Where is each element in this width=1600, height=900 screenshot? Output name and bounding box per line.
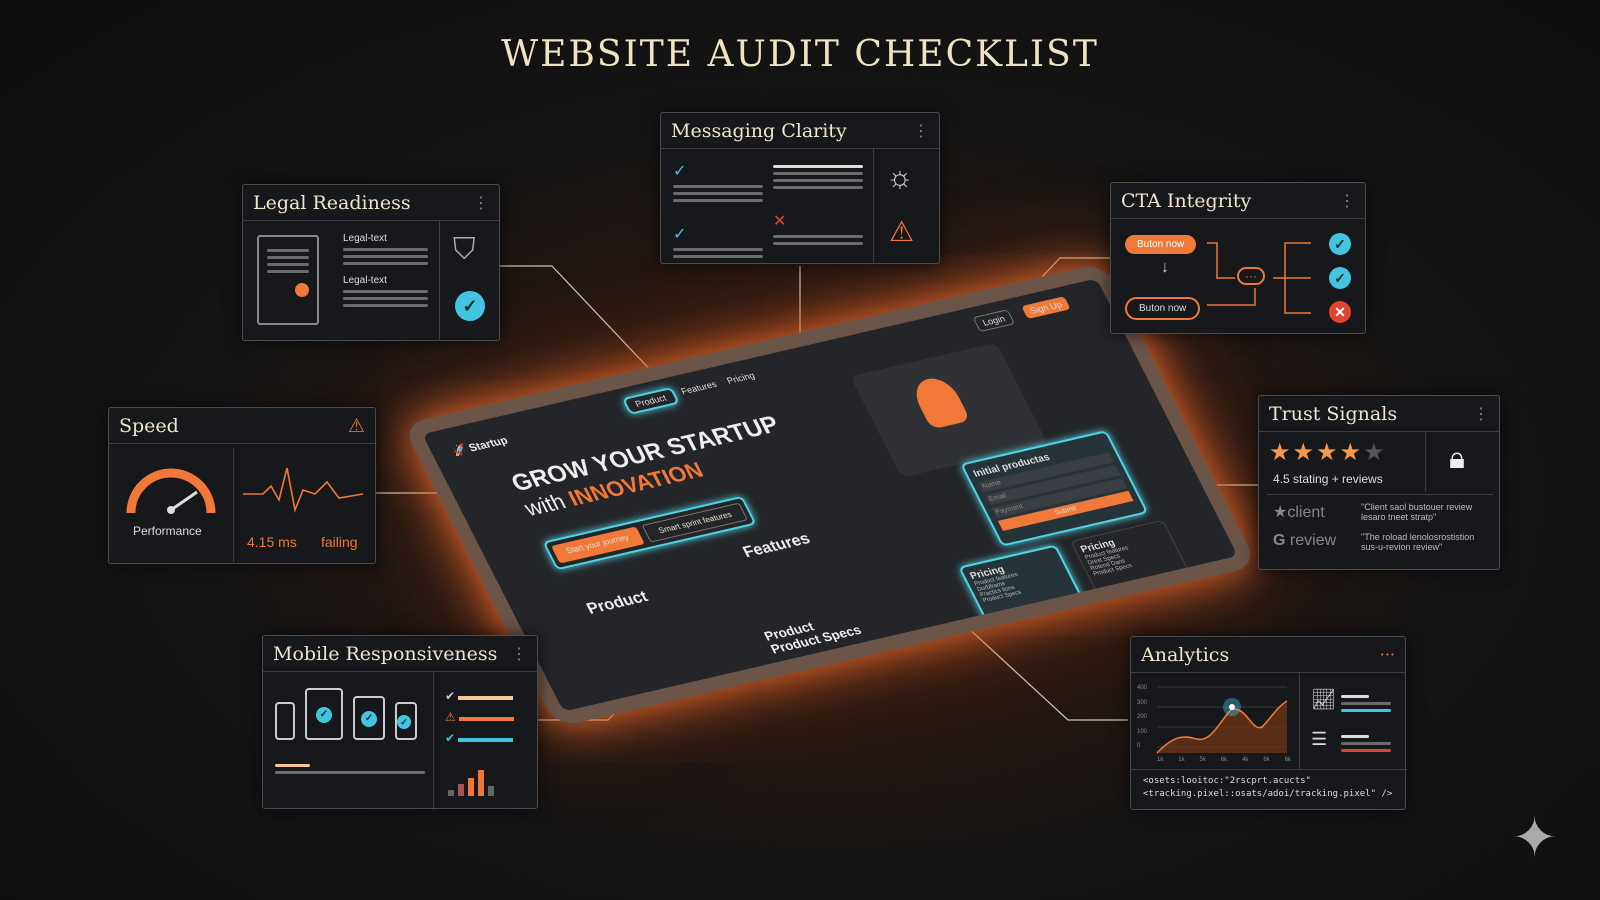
- nav-features[interactable]: Features: [679, 379, 719, 397]
- speed-status: failing: [321, 534, 358, 550]
- panel-title: Speed: [119, 414, 179, 437]
- brand-logo: 🚀 Startup: [450, 434, 511, 459]
- device-icons: ✓ ✓ ✓: [275, 688, 417, 740]
- section-product: Product: [584, 588, 651, 618]
- analytics-line-chart: [1156, 686, 1288, 754]
- more-icon[interactable]: ⋮: [511, 644, 527, 663]
- nav-pricing[interactable]: Pricing: [725, 370, 757, 386]
- performance-gauge: [126, 468, 216, 514]
- more-icon[interactable]: ⋮: [913, 121, 929, 140]
- panel-messaging-clarity: Messaging Clarity ⋮ ✓ ✓ ✕ ☼ ⚠: [660, 112, 940, 264]
- flow-arrows: [1207, 242, 1311, 314]
- legal-text-label: Legal-text: [343, 275, 387, 286]
- page-title: WEBSITE AUDIT CHECKLIST: [501, 34, 1099, 75]
- panel-title: CTA Integrity: [1121, 189, 1252, 212]
- sparkle-icon: ✦: [1512, 808, 1558, 868]
- check-icon: ✓: [673, 163, 687, 180]
- panel-title: Mobile Responsiveness: [273, 642, 498, 665]
- review-source: G review: [1273, 532, 1337, 549]
- phone-icon: [275, 702, 295, 740]
- gauge-label: Performance: [133, 524, 202, 538]
- warning-icon: ⚠: [347, 414, 365, 437]
- phone-icon: ✓: [395, 702, 417, 740]
- cta-secondary-button[interactable]: Buton now: [1125, 297, 1201, 320]
- more-icon[interactable]: ⋮: [1473, 404, 1489, 423]
- panel-mobile-responsiveness: Mobile Responsiveness ⋮ ✓ ✓ ✓ ✔ ⚠ ✔: [262, 635, 538, 810]
- legal-text-label: Legal-text: [343, 233, 387, 244]
- check-list: ✔ ⚠ ✔: [445, 686, 515, 749]
- signup-button[interactable]: Sign Up: [1021, 296, 1071, 319]
- pass-check-icon: ✓: [1329, 267, 1351, 289]
- section-features: Features: [740, 530, 814, 562]
- document-icon: [257, 235, 319, 325]
- lock-icon: 🔒︎: [1449, 442, 1465, 475]
- check-icon: ✓: [455, 291, 485, 321]
- pass-check-icon: ✓: [1329, 233, 1351, 255]
- tablet-icon: ✓: [353, 696, 385, 740]
- decision-node: ···: [1237, 267, 1265, 285]
- panel-title: Analytics: [1141, 643, 1230, 666]
- panel-cta-integrity: CTA Integrity ⋮ Buton now ↓ Buton now ···…: [1110, 182, 1366, 334]
- smart-sprint-button[interactable]: Smart sprint features: [641, 502, 749, 543]
- bar-chart-icon: [448, 766, 494, 796]
- star-rating: ★★★★★: [1269, 439, 1387, 466]
- client-quote: "Client saol bustouer review lesaro tnee…: [1361, 502, 1473, 522]
- start-journey-button[interactable]: Start your journey: [551, 526, 645, 564]
- warning-icon: ⚠: [889, 216, 915, 247]
- review-quote: "The roload lenolosrostistion sus-u-revi…: [1361, 532, 1475, 552]
- eye-off-icon: ☼: [886, 161, 914, 194]
- fail-x-icon: ✕: [1329, 301, 1351, 323]
- more-icon[interactable]: ⋮: [1339, 191, 1355, 210]
- tracking-code: <osets:looitoc:"2rscprt.acucts"<tracking…: [1143, 776, 1393, 799]
- growth-chart-icon: 📈︎: [1311, 689, 1337, 711]
- panel-title: Messaging Clarity: [671, 119, 847, 142]
- shield-icon: ⛉: [453, 233, 476, 266]
- cta-primary-button[interactable]: Buton now: [1125, 235, 1197, 254]
- more-icon[interactable]: ···: [1379, 645, 1395, 664]
- sliders-icon: ☰: [1311, 729, 1328, 749]
- panel-title: Trust Signals: [1269, 402, 1398, 425]
- rating-text: 4.5 stating + reviews: [1273, 472, 1383, 486]
- check-icon: ✓: [673, 226, 687, 243]
- client-source: ★client: [1273, 504, 1325, 521]
- arrow-down-icon: ↓: [1161, 259, 1169, 276]
- login-button[interactable]: Login: [972, 309, 1016, 333]
- x-icon: ✕: [773, 213, 787, 230]
- heartbeat-chart: [243, 467, 363, 513]
- speed-value: 4.15 ms: [247, 534, 297, 550]
- nav-product[interactable]: Product: [621, 386, 680, 415]
- tablet-icon: ✓: [305, 688, 343, 740]
- more-icon[interactable]: ⋮: [473, 193, 489, 212]
- panel-title: Legal Readiness: [253, 191, 411, 214]
- panel-speed: Speed ⚠ Performance 4.15 ms failing: [108, 407, 376, 564]
- panel-trust-signals: Trust Signals ⋮ ★★★★★ 4.5 stating + revie…: [1258, 395, 1500, 570]
